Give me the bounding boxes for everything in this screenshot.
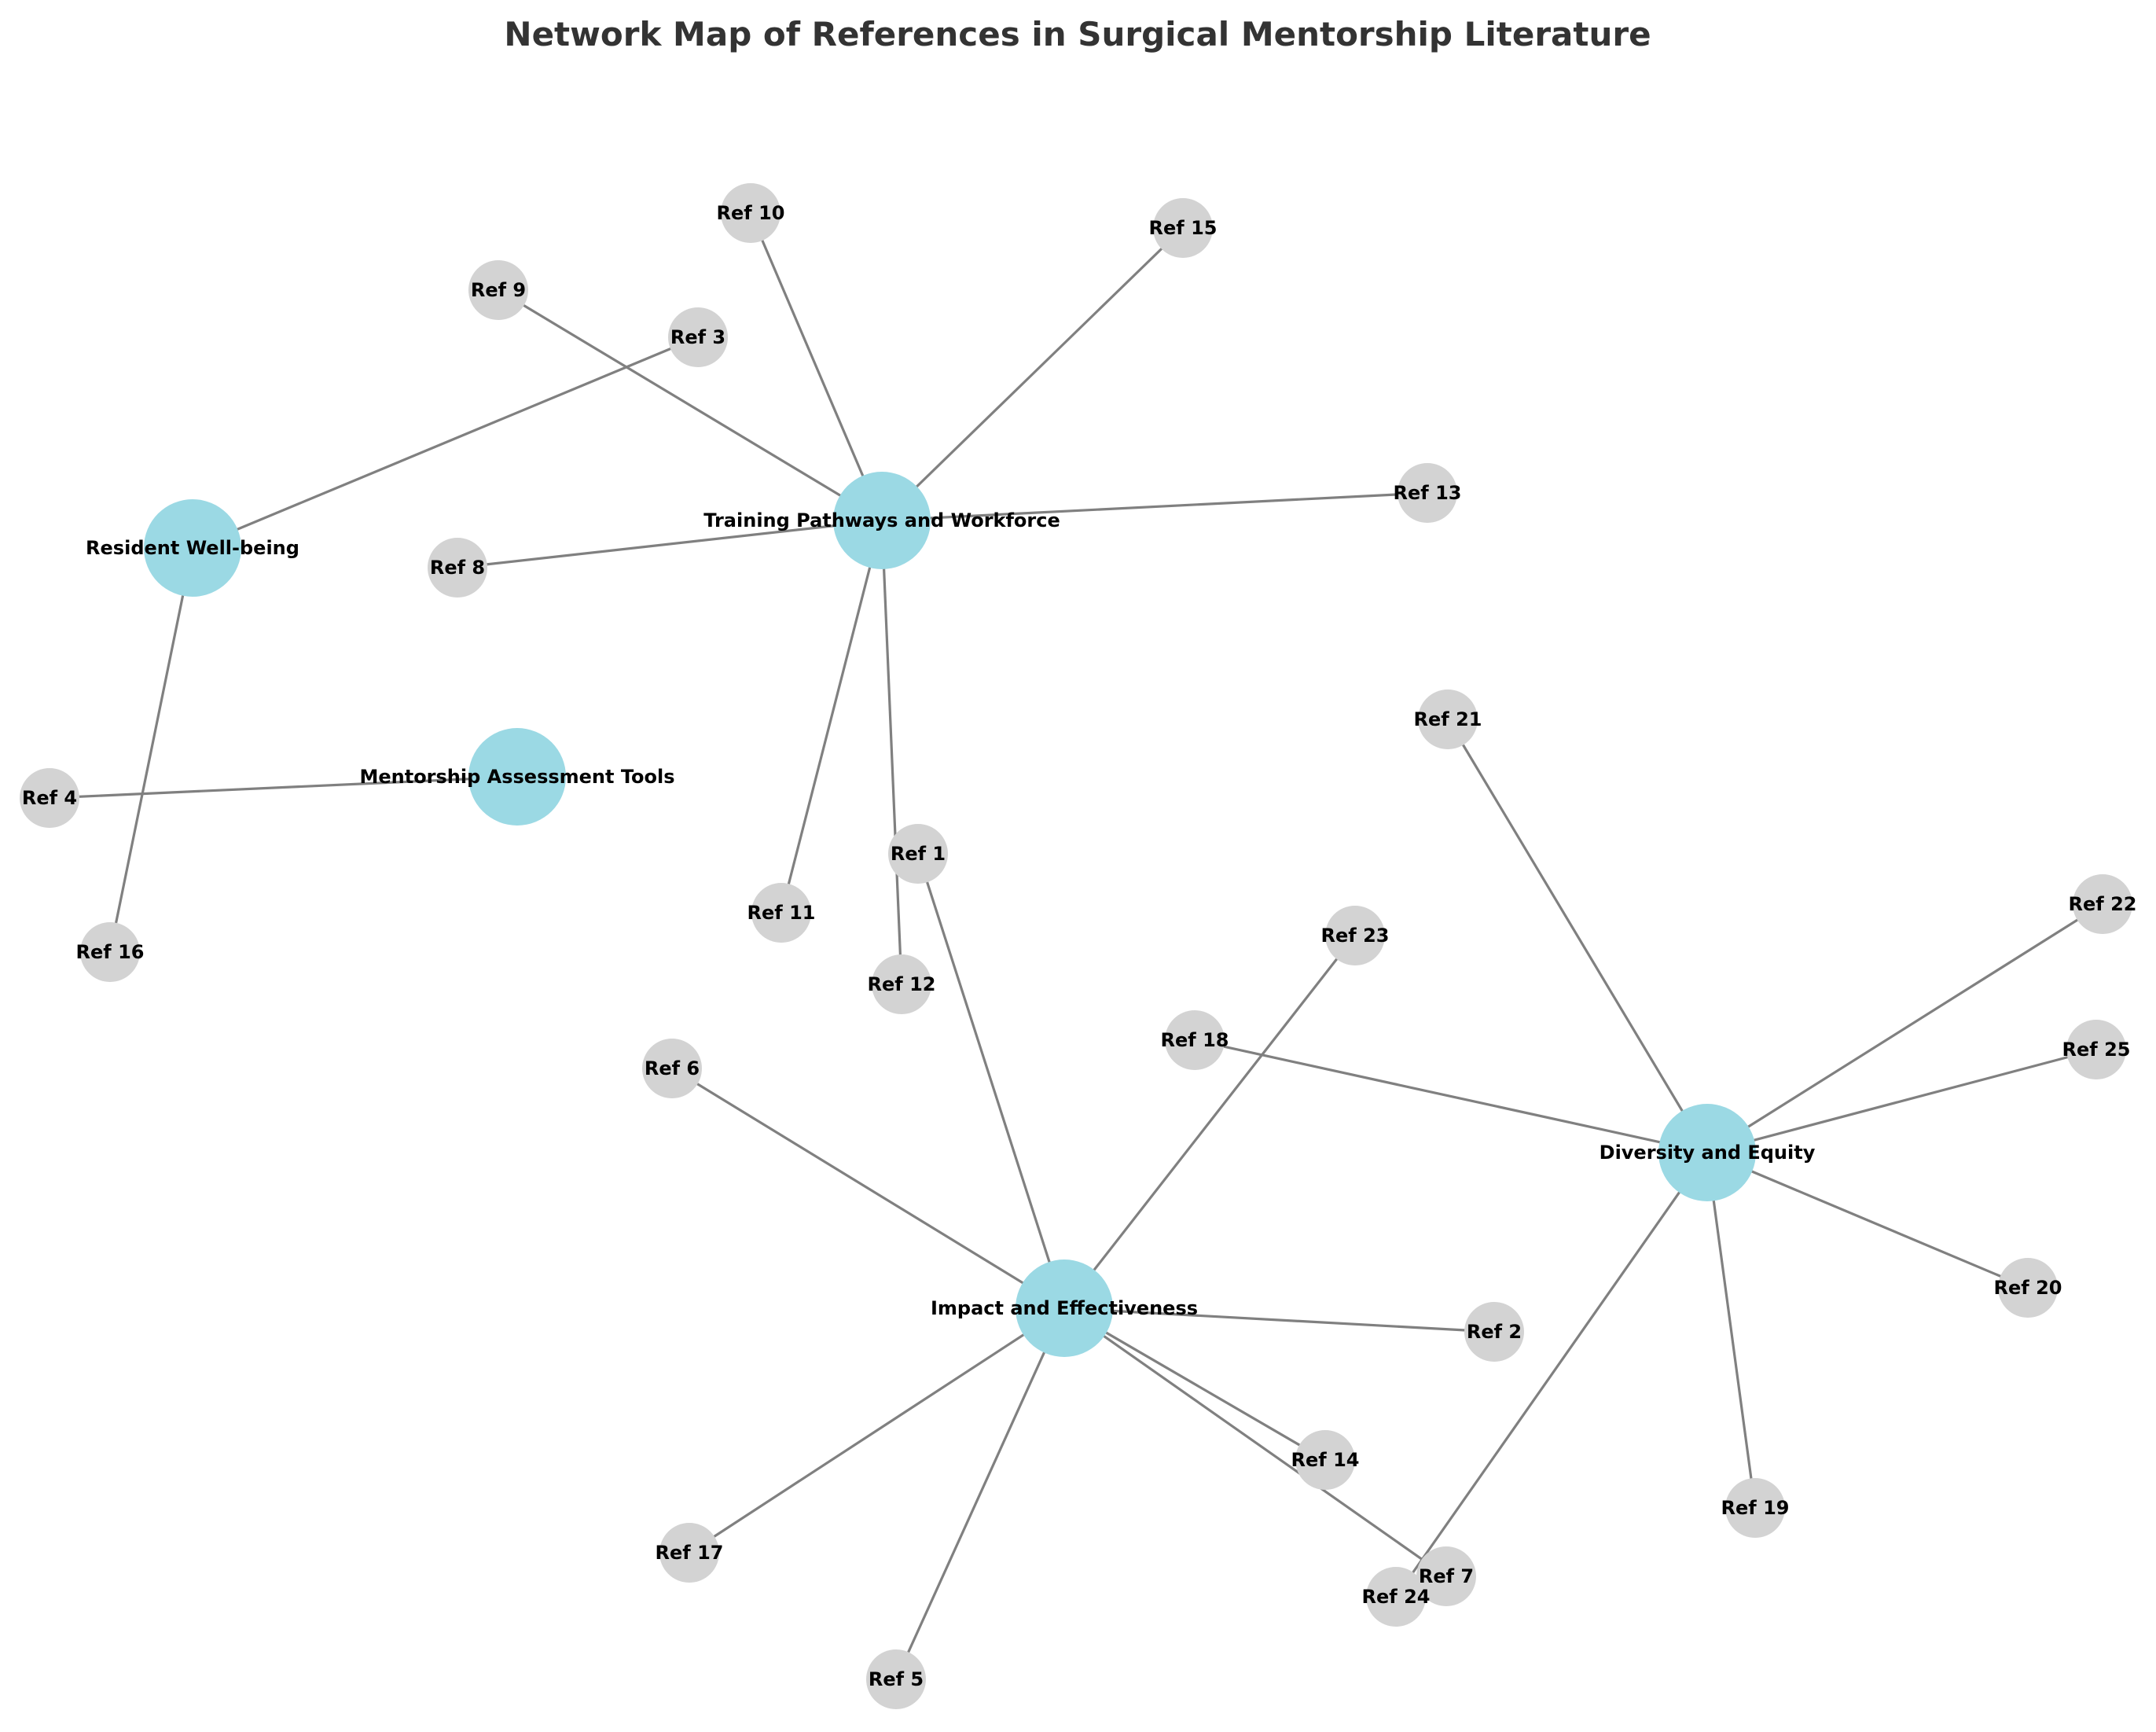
edge-t_impact-r5 [894,1307,1066,1680]
edge-t_impact-r7 [1063,1307,1447,1578]
reference-node-r7 [1416,1546,1476,1606]
reference-node-r8 [428,538,487,598]
topic-node-t_diversity [1658,1104,1756,1201]
reference-node-r5 [866,1649,926,1709]
reference-label-r20: Ref 20 [1994,1277,2062,1299]
reference-node-r20 [1998,1258,2058,1318]
reference-label-r10: Ref 10 [717,202,785,224]
edges-layer [49,212,2103,1680]
topic-node-t_assessment [468,728,566,826]
reference-label-r22: Ref 22 [2069,893,2137,915]
reference-label-r7: Ref 7 [1419,1565,1474,1587]
reference-node-r3 [668,307,728,367]
reference-label-r16: Ref 16 [76,941,145,963]
edge-t_diversity-r19 [1706,1152,1757,1509]
topic-label-t_impact: Impact and Effectiveness [931,1297,1198,1319]
edge-t_training-r12 [880,520,903,985]
reference-label-r25: Ref 25 [2062,1039,2131,1061]
topic-node-t_wellbeing [144,499,241,597]
reference-node-r16 [80,922,140,982]
edge-t_training-r8 [457,519,883,569]
reference-label-r17: Ref 17 [656,1542,724,1564]
edge-t_impact-r2 [1063,1307,1495,1333]
reference-label-r15: Ref 15 [1149,217,1218,239]
reference-node-r12 [872,954,931,1014]
reference-label-r5: Ref 5 [869,1668,924,1690]
edge-t_wellbeing-r16 [108,547,194,953]
reference-node-r19 [1725,1478,1785,1538]
edge-t_impact-r14 [1063,1307,1326,1462]
reference-label-r3: Ref 3 [670,326,725,348]
reference-node-r17 [659,1523,719,1583]
edge-t_training-r13 [881,491,1428,522]
topic-label-t_wellbeing: Resident Well-being [86,537,299,559]
edge-t_diversity-r24 [1394,1152,1709,1598]
reference-node-r13 [1398,463,1457,523]
topic-label-t_diversity: Diversity and Equity [1600,1142,1816,1164]
reference-label-r1: Ref 1 [891,843,946,865]
reference-node-r25 [2066,1020,2126,1079]
reference-node-r23 [1325,906,1385,965]
reference-node-r24 [1366,1567,1426,1627]
reference-node-r1 [888,824,948,884]
reference-node-r6 [642,1039,702,1098]
reference-node-r22 [2073,874,2132,934]
reference-label-r19: Ref 19 [1721,1497,1790,1519]
edge-t_training-r10 [749,212,883,521]
topic-label-t_training: Training Pathways and Workforce [703,509,1060,531]
reference-label-r18: Ref 18 [1161,1029,1229,1051]
reference-label-r24: Ref 24 [1362,1586,1431,1608]
edge-t_training-r11 [780,520,883,914]
edge-t_impact-r1 [916,853,1066,1309]
reference-node-r2 [1464,1302,1524,1362]
edge-t_diversity-r20 [1706,1151,2029,1289]
reference-label-r2: Ref 2 [1467,1321,1522,1343]
topic-node-t_training [833,472,931,569]
reference-node-r21 [1418,689,1478,749]
reference-node-r9 [468,260,528,320]
edge-t_impact-r17 [689,1307,1065,1554]
edge-t_training-r9 [498,289,883,522]
edge-t_training-r15 [880,226,1185,522]
edge-t_diversity-r18 [1194,1039,1708,1154]
reference-label-r11: Ref 11 [747,902,816,924]
nodes-layer [20,183,2132,1709]
reference-node-r14 [1295,1430,1355,1490]
reference-label-r9: Ref 9 [471,279,526,301]
reference-label-r4: Ref 4 [22,787,77,809]
reference-label-r8: Ref 8 [430,557,485,579]
reference-label-r23: Ref 23 [1321,925,1390,947]
topic-label-t_assessment: Mentorship Assessment Tools [359,766,674,788]
reference-label-r14: Ref 14 [1291,1449,1360,1471]
edge-t_impact-r23 [1063,935,1357,1309]
edge-t_diversity-r25 [1706,1048,2097,1154]
reference-node-r4 [20,768,79,828]
labels-layer: Ref 1 Ref 2 Ref 3 Ref 4 Ref 5 Ref 6 Ref 7 Ref 8… [22,202,2137,1690]
edge-t_diversity-r22 [1706,903,2103,1154]
reference-label-r21: Ref 21 [1414,708,1482,730]
edge-t_impact-r6 [671,1067,1065,1310]
chart-title: Network Map of References in Surgical Me… [504,15,1651,53]
reference-node-r15 [1153,198,1213,258]
reference-node-r11 [751,883,811,943]
edge-t_assessment-r4 [49,775,518,800]
reference-label-r12: Ref 12 [868,973,936,995]
reference-node-r18 [1165,1010,1225,1070]
edge-t_wellbeing-r3 [192,336,699,550]
topic-node-t_impact [1016,1259,1113,1357]
edge-t_diversity-r21 [1446,719,1709,1153]
reference-node-r10 [721,183,780,243]
reference-label-r6: Ref 6 [645,1057,700,1079]
reference-label-r13: Ref 13 [1394,482,1462,504]
